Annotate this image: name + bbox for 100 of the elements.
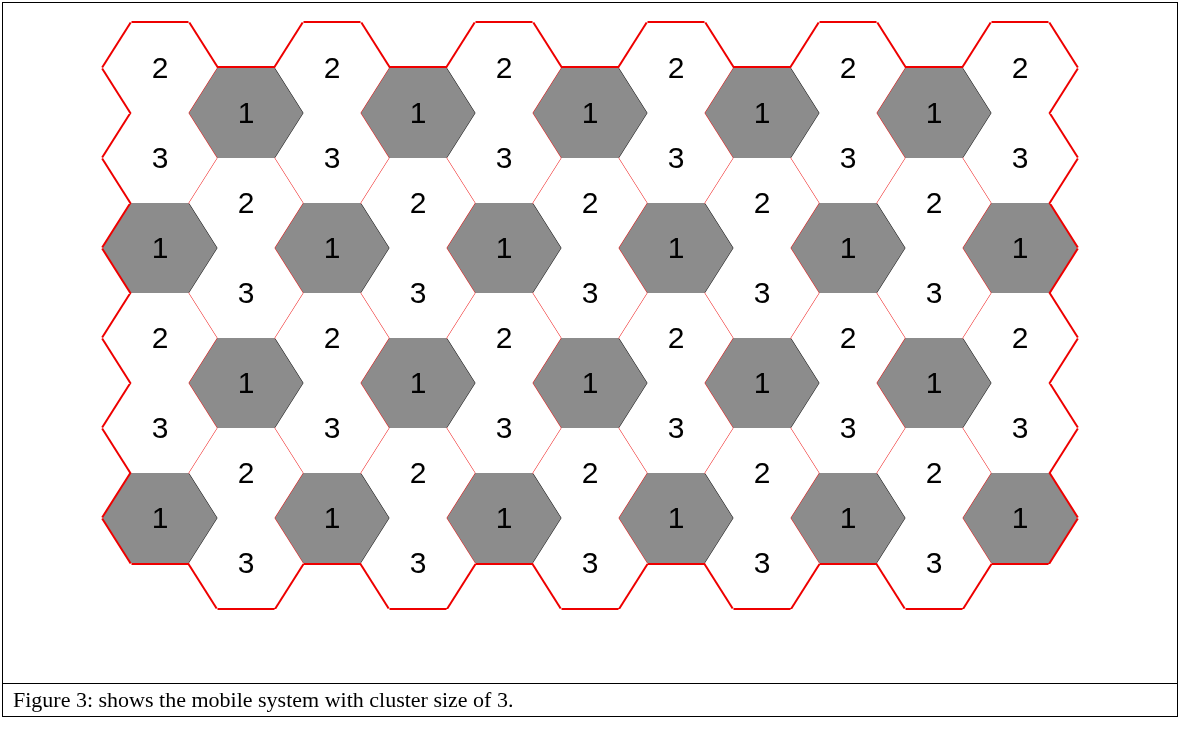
cell-number: 2: [237, 456, 255, 490]
cell-number: 1: [151, 501, 169, 535]
cell-number: 1: [1011, 231, 1029, 265]
hexagon-cell: [790, 292, 906, 384]
cell-number: 1: [839, 231, 857, 265]
cell-number: 2: [839, 51, 857, 85]
hexagon-cell: [102, 472, 218, 564]
hexagon-cell: [790, 382, 906, 474]
cell-number: 1: [237, 366, 255, 400]
cell-number: 2: [753, 456, 771, 490]
hexagon-cell: [188, 247, 304, 339]
cell-number: 3: [495, 141, 513, 175]
cell-number: 3: [237, 276, 255, 310]
hexagon-cell: [274, 292, 390, 384]
hexagon-cell: [618, 382, 734, 474]
hexagon-cell: [360, 337, 476, 429]
cell-number: 3: [753, 546, 771, 580]
cell-number: 1: [667, 501, 685, 535]
hexagon-cell: [704, 157, 820, 249]
cell-number: 2: [925, 456, 943, 490]
cell-number: 1: [753, 366, 771, 400]
cell-number: 3: [323, 411, 341, 445]
hexagon-cell: [102, 382, 218, 474]
hexagon-cell: [274, 472, 390, 564]
cell-number: 2: [409, 186, 427, 220]
hexagon-cell: [704, 247, 820, 339]
hexagon-cell: [532, 247, 648, 339]
hexagon-cell: [102, 22, 218, 114]
hexagon-cell: [532, 337, 648, 429]
hexagon-cell: [446, 22, 562, 114]
cell-number: 1: [409, 96, 427, 130]
hexagon-cell: [446, 382, 562, 474]
cell-number: 1: [925, 366, 943, 400]
hexagon-cell: [962, 22, 1078, 114]
cell-number: 2: [409, 456, 427, 490]
cell-number: 2: [581, 456, 599, 490]
hexagon-cell: [876, 157, 992, 249]
hexagon-cell: [532, 427, 648, 519]
hexagon-cell: [618, 472, 734, 564]
hexagon-cell: [446, 472, 562, 564]
cell-number: 2: [1011, 51, 1029, 85]
cell-number: 3: [581, 276, 599, 310]
cell-number: 1: [151, 231, 169, 265]
hexagon-cell: [704, 427, 820, 519]
hexagon-cell: [876, 517, 992, 609]
cell-number: 3: [409, 546, 427, 580]
cell-number: 1: [495, 231, 513, 265]
cell-number: 1: [667, 231, 685, 265]
hexagon-cell: [102, 292, 218, 384]
hexagon-cell: [188, 157, 304, 249]
hexagon-cell: [876, 247, 992, 339]
hexagon-cell: [274, 112, 390, 204]
hexagon-cell: [102, 112, 218, 204]
cell-number: 1: [753, 96, 771, 130]
hexagon-cell: [790, 202, 906, 294]
hexagon-cell: [618, 22, 734, 114]
hexagon-cell: [618, 202, 734, 294]
hexagon-cell: [188, 67, 304, 159]
figure-caption: Figure 3: shows the mobile system with cluster size of 3.: [2, 683, 1178, 717]
cell-number: 3: [925, 276, 943, 310]
cell-number: 2: [151, 51, 169, 85]
hexagon-cell: [102, 202, 218, 294]
cell-number: 2: [753, 186, 771, 220]
cell-number: 3: [237, 546, 255, 580]
hexagon-cell: [446, 202, 562, 294]
hexagon-cell: [274, 382, 390, 474]
cell-number: 3: [667, 411, 685, 445]
hexagon-cell: [962, 112, 1078, 204]
cell-number: 1: [323, 231, 341, 265]
cell-number: 2: [667, 51, 685, 85]
hexagon-cell: [360, 67, 476, 159]
hexagon-cell: [704, 337, 820, 429]
cell-number: 2: [581, 186, 599, 220]
hexagon-cell: [962, 472, 1078, 564]
cell-number: 3: [925, 546, 943, 580]
cell-number: 2: [1011, 321, 1029, 355]
hexagon-cell: [274, 202, 390, 294]
cell-number: 3: [1011, 411, 1029, 445]
cell-number: 3: [839, 141, 857, 175]
hexagon-cell: [962, 382, 1078, 474]
hexagon-cell: [274, 22, 390, 114]
hexagon-cell: [790, 472, 906, 564]
cell-number: 1: [1011, 501, 1029, 535]
cell-number: 2: [839, 321, 857, 355]
cell-number: 3: [323, 141, 341, 175]
cell-number: 2: [237, 186, 255, 220]
hexagon-cell: [188, 427, 304, 519]
cell-number: 2: [151, 321, 169, 355]
hexagon-cell: [532, 157, 648, 249]
hexagon-cell: [360, 157, 476, 249]
hexagon-cell: [446, 112, 562, 204]
cell-number: 3: [581, 546, 599, 580]
cell-number: 1: [409, 366, 427, 400]
cell-number: 1: [581, 366, 599, 400]
cell-number: 2: [495, 51, 513, 85]
cell-number: 1: [237, 96, 255, 130]
hexagon-cell: [618, 112, 734, 204]
cell-number: 2: [925, 186, 943, 220]
hexagon-cell: [962, 202, 1078, 294]
hexagon-cell: [704, 67, 820, 159]
